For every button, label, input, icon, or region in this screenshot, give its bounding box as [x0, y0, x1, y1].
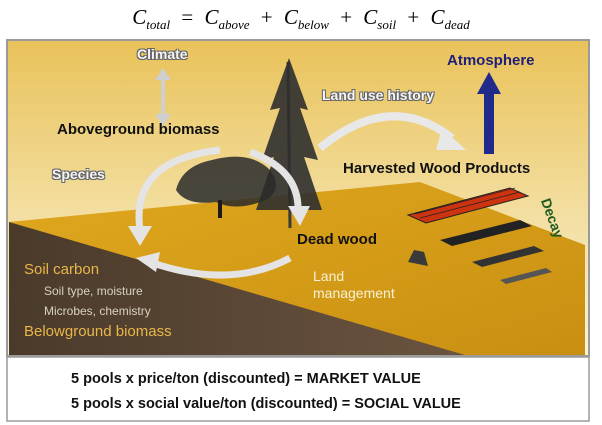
formula-expression: Ctotal = Cabove + Cbelow + Csoil + Cdead: [132, 5, 469, 33]
stump-icon: [408, 250, 428, 266]
formula-plus: +: [340, 4, 353, 29]
label-microbes: Microbes, chemistry: [44, 304, 151, 318]
formula-sub-below: below: [297, 17, 329, 33]
value-box: [6, 356, 590, 422]
label-dead-wood: Dead wood: [297, 231, 378, 248]
formula-lhs: C: [132, 4, 147, 29]
label-species: Species: [52, 166, 105, 182]
atmosphere-arrow-icon: [477, 72, 501, 154]
formula-term-soil: C: [363, 4, 378, 29]
label-land-management: Land management: [313, 268, 395, 302]
carbon-formula: Ctotal = Cabove + Cbelow + Csoil + Cdead: [0, 2, 602, 36]
label-land-management-line2: management: [313, 285, 395, 301]
formula-term-above: C: [204, 4, 219, 29]
formula-lhs-sub: total: [146, 17, 171, 33]
carbon-cycle-arrows-icon: [128, 146, 310, 279]
climate-double-arrow-icon: [155, 68, 171, 126]
formula-plus: +: [260, 4, 273, 29]
formula-equals: =: [181, 4, 194, 29]
label-harvested-wood-products: Harvested Wood Products: [343, 160, 531, 177]
label-belowground-biomass: Belowground biomass: [24, 323, 172, 340]
label-soil-type: Soil type, moisture: [44, 284, 143, 298]
wood-products-icon: [406, 187, 552, 284]
market-value-line: 5 pools x price/ton (discounted) = MARKE…: [71, 371, 421, 387]
label-land-use-history: Land use history: [322, 87, 435, 103]
formula-term-below: C: [283, 4, 298, 29]
label-soil-carbon: Soil carbon: [24, 261, 100, 278]
label-land-management-line1: Land: [313, 268, 345, 284]
conifer-tree-icon: [256, 58, 322, 229]
label-atmosphere: Atmosphere: [447, 52, 535, 69]
formula-sub-dead: dead: [444, 17, 470, 33]
social-value-line: 5 pools x social value/ton (discounted) …: [71, 396, 461, 412]
formula-sub-soil: soil: [377, 17, 397, 33]
land-use-arc-arrow-icon: [317, 112, 466, 152]
label-aboveground-biomass: Aboveground biomass: [57, 121, 220, 138]
label-climate: Climate: [137, 46, 188, 62]
oak-tree-icon: [176, 156, 277, 218]
formula-term-dead: C: [430, 4, 445, 29]
formula-plus: +: [407, 4, 420, 29]
formula-sub-above: above: [218, 17, 250, 33]
soil-wedge: [9, 222, 465, 355]
